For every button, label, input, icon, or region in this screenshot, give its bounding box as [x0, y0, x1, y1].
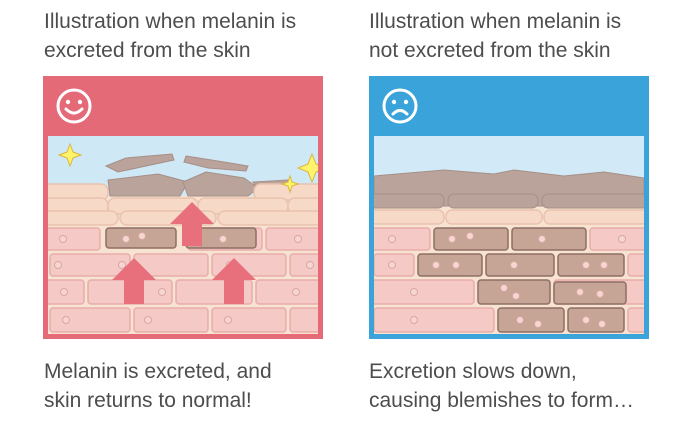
right-caption: Excretion slows down, causing blemishes … — [369, 357, 634, 415]
right-heading: Illustration when melanin is not excrete… — [369, 7, 621, 65]
left-illustration-panel — [43, 76, 323, 339]
frown-icon — [382, 88, 418, 124]
right-caption-line2: causing blemishes to form… — [369, 389, 634, 412]
left-skin-illustration — [48, 136, 318, 334]
right-illustration-panel — [369, 76, 649, 339]
left-heading-line1: Illustration when melanin is — [44, 10, 297, 33]
accumulated-melanin — [374, 169, 644, 209]
right-caption-line1: Excretion slows down, — [369, 360, 577, 383]
smile-icon — [56, 88, 92, 124]
left-caption-line2: skin returns to normal! — [44, 389, 252, 412]
right-heading-line2: not excreted from the skin — [369, 39, 611, 62]
left-caption: Melanin is excreted, and skin returns to… — [44, 357, 272, 415]
sparkle-icons — [57, 142, 318, 194]
left-caption-line1: Melanin is excreted, and — [44, 360, 272, 383]
right-heading-line1: Illustration when melanin is — [369, 10, 622, 33]
left-heading: Illustration when melanin is excreted fr… — [44, 7, 296, 65]
right-skin-illustration — [374, 136, 644, 334]
upward-arrows — [112, 202, 256, 304]
melanin-cells — [417, 227, 627, 333]
left-heading-line2: excreted from the skin — [44, 39, 251, 62]
